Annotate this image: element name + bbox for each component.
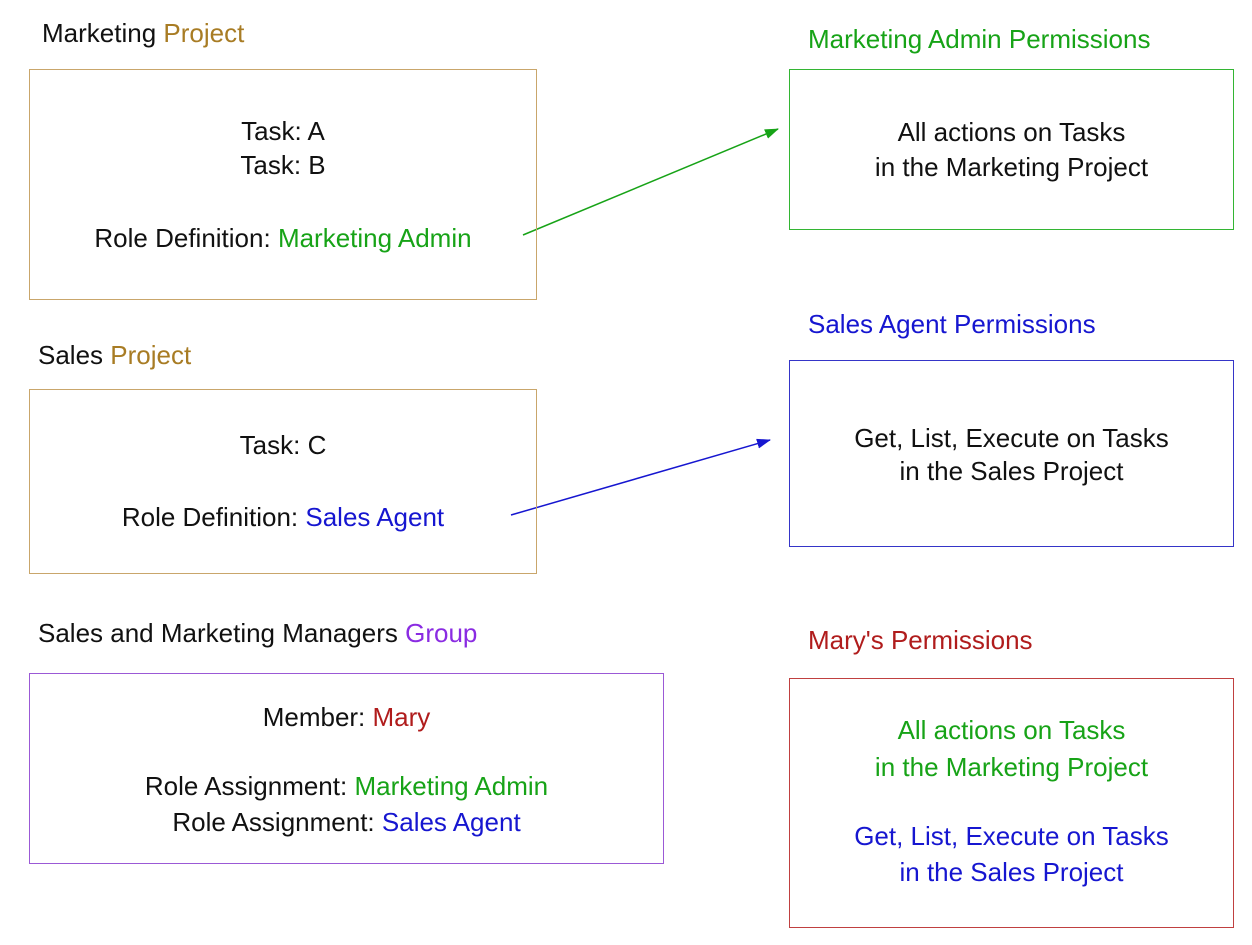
- project-name: Sales: [38, 340, 104, 370]
- permission-line: Get, List, Execute on Tasks: [854, 423, 1169, 453]
- permission-line: in the Marketing Project: [874, 152, 1149, 182]
- group-kind: Group: [405, 618, 478, 648]
- permission-line: in the Sales Project: [899, 456, 1124, 486]
- task-b: Task: B: [240, 150, 326, 180]
- group-box: Member: Mary Role Assignment: Marketing …: [29, 673, 664, 864]
- sales-project-box: Task: C Role Definition: Sales Agent: [29, 389, 537, 574]
- project-name: Marketing: [42, 18, 157, 48]
- mary-permissions-box: All actions on Tasks in the Marketing Pr…: [789, 678, 1234, 928]
- role-assignment-1: Role Assignment: Marketing Admin: [30, 771, 663, 801]
- role-label: Role Definition:: [94, 223, 271, 253]
- permission-line: All actions on Tasks: [897, 715, 1126, 745]
- role-name: Sales Agent: [305, 502, 445, 532]
- member-name: Mary: [372, 702, 431, 732]
- group-member: Member: Mary: [30, 702, 663, 732]
- role-label: Role Definition:: [121, 502, 299, 532]
- admin-permissions-box: All actions on Tasks in the Marketing Pr…: [789, 69, 1234, 230]
- admin-permissions-title: Marketing Admin Permissions: [808, 24, 1151, 54]
- task-a: Task: A: [241, 116, 325, 146]
- mary-permissions-title: Mary's Permissions: [808, 625, 1033, 655]
- marketing-project-title: Marketing Project: [42, 18, 244, 48]
- group-name: Sales and Marketing Managers: [38, 618, 398, 648]
- role-name: Marketing Admin: [277, 223, 472, 253]
- task-c: Task: C: [239, 430, 327, 460]
- marketing-project-box: Task: A Task: B Role Definition: Marketi…: [29, 69, 537, 300]
- assign-label: Role Assignment:: [172, 807, 375, 837]
- arrow-sales-agent: [510, 438, 771, 516]
- permission-line: Get, List, Execute on Tasks: [854, 821, 1169, 851]
- role-definition: Role Definition: Sales Agent: [30, 502, 536, 532]
- agent-permissions-title: Sales Agent Permissions: [808, 309, 1096, 339]
- assign-label: Role Assignment:: [144, 771, 348, 801]
- permission-line: All actions on Tasks: [897, 117, 1126, 147]
- member-label: Member:: [262, 702, 366, 732]
- role-definition: Role Definition: Marketing Admin: [30, 223, 536, 253]
- agent-permissions-box: Get, List, Execute on Tasks in the Sales…: [789, 360, 1234, 547]
- arrow-marketing-admin: [522, 128, 779, 236]
- permission-line: in the Marketing Project: [874, 752, 1149, 782]
- permission-line: in the Sales Project: [899, 857, 1124, 887]
- assign-role: Sales Agent: [381, 807, 521, 837]
- assign-role: Marketing Admin: [354, 771, 549, 801]
- project-kind: Project: [163, 18, 245, 48]
- group-title: Sales and Marketing Managers Group: [38, 618, 477, 648]
- project-kind: Project: [110, 340, 192, 370]
- role-assignment-2: Role Assignment: Sales Agent: [30, 807, 663, 837]
- sales-project-title: Sales Project: [38, 340, 191, 370]
